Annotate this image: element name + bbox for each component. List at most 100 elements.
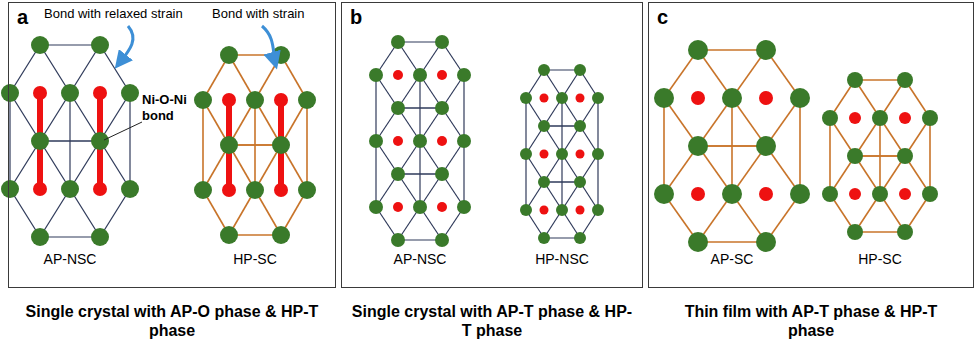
oxygen-atom (413, 200, 427, 214)
panel-caption: Single crystal with AP-O phase & HP-T ph… (22, 302, 322, 340)
oxygen-atom (556, 148, 568, 160)
oxygen-atom (756, 40, 776, 60)
oxygen-atom (872, 186, 888, 202)
oxygen-atom (369, 134, 383, 148)
oxygen-atom (847, 72, 863, 88)
nickel-atom (899, 188, 911, 200)
panel-box: b (341, 2, 643, 288)
oxygen-atom (121, 180, 139, 198)
oxygen-atom (31, 132, 49, 150)
nickel-atom (691, 187, 705, 201)
oxygen-atom (654, 88, 674, 108)
bond-line (663, 98, 665, 194)
oxygen-atom (574, 120, 586, 132)
leader-arrow (262, 26, 276, 66)
phase-label: HP-NSC (535, 251, 589, 268)
panel-box: c (648, 2, 974, 288)
oxygen-atom (246, 181, 264, 199)
oxygen-atom (592, 148, 604, 160)
oxygen-atom (822, 186, 838, 202)
oxygen-atom (391, 101, 405, 115)
nickel-atom (33, 86, 47, 100)
oxygen-atom (520, 148, 532, 160)
oxygen-atom (574, 232, 586, 244)
oxygen-atom (922, 110, 938, 126)
nickel-atom (437, 136, 447, 146)
nickel-atom (849, 112, 861, 124)
bond-line (525, 154, 526, 210)
oxygen-atom (688, 232, 708, 252)
oxygen-atom (391, 35, 405, 49)
oxygen-atom (538, 232, 550, 244)
oxygen-atom (272, 226, 290, 244)
oxygen-atom (688, 136, 708, 156)
oxygen-atom (847, 224, 863, 240)
nickel-atom (759, 91, 773, 105)
oxygen-atom (722, 184, 742, 204)
oxygen-atom (298, 181, 316, 199)
nickel-atom (222, 183, 236, 197)
phase-label: HP-SC (858, 251, 902, 268)
oxygen-atom (872, 110, 888, 126)
nickel-atom (899, 112, 911, 124)
nickel-atom (576, 94, 585, 103)
nickel-atom (576, 150, 585, 159)
phase-label: AP-NSC (394, 251, 447, 268)
nickel-atom (393, 202, 403, 212)
oxygen-atom (722, 88, 742, 108)
nickel-atom (274, 93, 288, 107)
bond-line (698, 145, 766, 147)
oxygen-atom (457, 134, 471, 148)
bond-line (9, 93, 10, 189)
oxygen-atom (556, 92, 568, 104)
oxygen-atom (654, 184, 674, 204)
oxygen-atom (897, 148, 913, 164)
oxygen-atom (435, 167, 449, 181)
oxygen-atom (121, 84, 139, 102)
bond-line (525, 98, 526, 154)
annotation-text: Bond with strain (212, 6, 305, 22)
oxygen-atom (61, 180, 79, 198)
lattice-group (1, 35, 938, 252)
oxygen-atom (391, 233, 405, 247)
panel-letter: b (350, 7, 362, 27)
oxygen-atom (61, 84, 79, 102)
bond-line (698, 49, 766, 51)
nickel-atom (759, 187, 773, 201)
nickel-atom (691, 91, 705, 105)
oxygen-atom (538, 120, 550, 132)
panel-caption: Thin film with AP-T phase & HP-T phase (661, 302, 961, 340)
oxygen-atom (369, 200, 383, 214)
oxygen-atom (790, 184, 810, 204)
oxygen-atom (391, 167, 405, 181)
oxygen-atom (413, 134, 427, 148)
bond-line (463, 141, 464, 207)
nickel-atom (222, 93, 236, 107)
oxygen-atom (220, 46, 238, 64)
oxygen-atom (1, 180, 19, 198)
oxygen-atom (538, 64, 550, 76)
oxygen-atom (457, 68, 471, 82)
oxygen-atom (220, 136, 238, 154)
annotation-text: Ni-O-Ni bond (142, 92, 198, 123)
oxygen-atom (31, 36, 49, 54)
oxygen-atom (688, 40, 708, 60)
oxygen-atom (369, 68, 383, 82)
nickel-atom (540, 150, 549, 159)
phase-label: AP-NSC (44, 251, 97, 268)
oxygen-atom (91, 132, 109, 150)
oxygen-atom (897, 72, 913, 88)
oxygen-atom (298, 91, 316, 109)
nickel-atom (849, 188, 861, 200)
oxygen-atom (592, 204, 604, 216)
nickel-atom (393, 136, 403, 146)
oxygen-atom (756, 232, 776, 252)
annotation-text: Bond with relaxed strain (44, 6, 183, 22)
leader-line (104, 122, 142, 140)
oxygen-atom (246, 91, 264, 109)
oxygen-atom (272, 136, 290, 154)
nickel-atom (437, 202, 447, 212)
oxygen-atom (194, 181, 212, 199)
oxygen-atom (592, 92, 604, 104)
nickel-atom (393, 70, 403, 80)
